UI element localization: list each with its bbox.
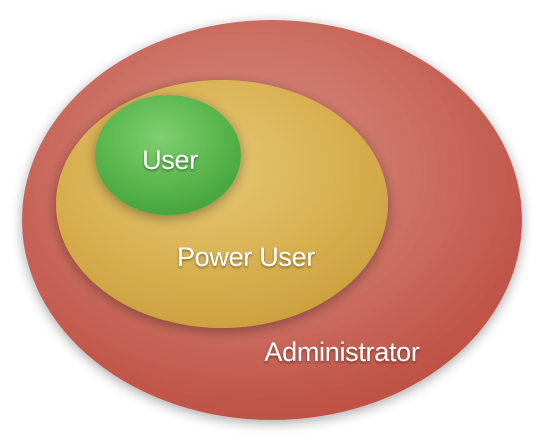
administrator-label: Administrator xyxy=(264,337,419,367)
user-label: User xyxy=(142,145,198,175)
power-user-label: Power User xyxy=(177,242,315,272)
user-ellipse xyxy=(95,95,241,215)
